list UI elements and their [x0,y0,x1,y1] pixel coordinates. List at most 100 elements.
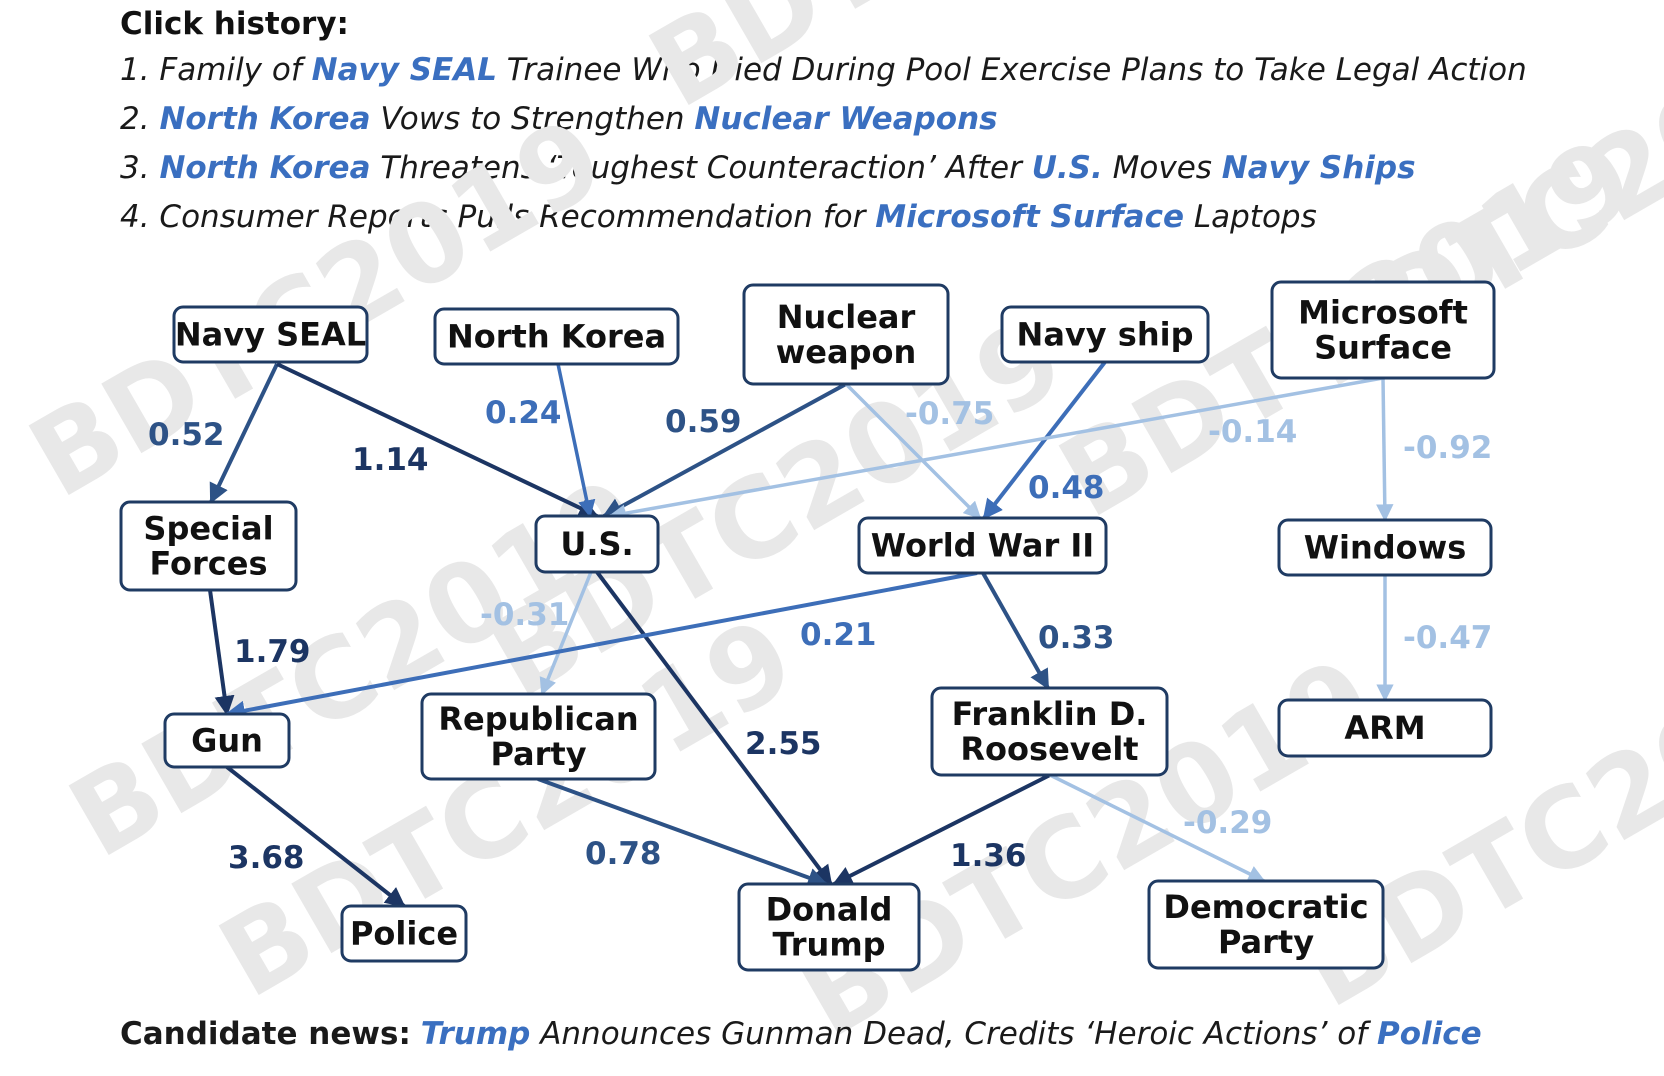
node-box [742,283,950,386]
edge-weight-label: 0.59 [665,404,742,440]
edge-franklin-roosevelt-to-democratic-party [1049,773,1266,883]
edge-republican-party-to-donald-trump [537,777,828,888]
edge-weight-label: 3.68 [228,840,305,876]
edge-weight-label: 0.78 [585,836,662,872]
entity-mention: Navy SEAL [311,52,497,88]
node-label: Nuclear [777,298,916,336]
edge-weight-label: -0.31 [480,597,569,633]
node-navy-seal: Navy SEAL [172,305,369,364]
node-box [172,305,369,364]
node-windows: Windows [1277,518,1493,577]
node-label: Party [1218,923,1314,961]
headline-text: Laptops [1184,199,1317,235]
node-arm: ARM [1277,698,1493,758]
node-box [1277,698,1493,758]
node-label: Party [490,735,586,773]
edge-gun-to-police [225,765,406,908]
node-box [340,904,468,963]
edge-weight-label: 0.48 [1028,470,1105,506]
headline-text: 1. Family of [120,52,312,88]
edge-nuclear-weapon-to-world-war-ii [844,382,982,520]
headline-text: Moves [1102,150,1222,186]
edge-microsoft-surface-to-windows [1376,377,1394,522]
headline-text: 4. Consumer Reports Pulls Recommendation… [120,199,876,235]
entity-mention: Trump [420,1016,531,1052]
headline-text [411,1016,421,1052]
node-box [930,686,1169,777]
edge-weight-label: -0.92 [1403,430,1492,466]
edge-us-to-republican-party [539,571,593,696]
headline-text: 2. [120,101,160,137]
edge-weight-label: -0.47 [1403,620,1492,656]
node-label: Forces [149,545,267,583]
entity-mention: Microsoft Surface [875,199,1184,235]
node-box [119,500,298,592]
node-box [433,307,680,366]
node-world-war-ii: World War II [857,516,1108,575]
edge-world-war-ii-to-franklin-roosevelt [981,572,1050,690]
edge-navy-seal-to-special-forces [209,363,279,504]
history-item-3: 3. North Korea Threatens ‘Toughest Count… [120,150,1416,186]
headline-text: Trainee Who Died During Pool Exercise Pl… [496,52,1527,88]
edge-weight-label: 0.24 [485,395,562,431]
edge-weight-label: 1.36 [950,838,1027,874]
node-box [163,712,291,769]
edge-nuclear-weapon-to-us [602,382,847,518]
node-box [1147,879,1385,970]
node-label: World War II [871,527,1094,565]
node-navy-ship: Navy ship [1000,305,1210,364]
edge-weight-label: 0.33 [1038,620,1115,656]
entity-mention: Police [1377,1016,1482,1052]
node-police: Police [340,904,468,963]
edge-special-forces-to-gun [208,589,235,716]
node-label: Navy SEAL [175,316,366,354]
edge-us-to-donald-trump [595,570,833,886]
history-item-2: 2. North Korea Vows to Strengthen Nuclea… [120,101,998,137]
entity-mention: Navy Ships [1221,150,1416,186]
node-label: North Korea [447,318,666,356]
history-item-1: 1. Family of Navy SEAL Trainee Who Died … [120,52,1527,88]
headline-text: 3. [120,150,160,186]
node-box [1277,518,1493,577]
edge-layer [208,360,1394,908]
edge-weight-label: 1.14 [352,442,429,478]
node-label: Microsoft [1298,294,1468,332]
edge-weight-label: 2.55 [745,726,822,762]
edge-weight-label: -0.29 [1183,805,1272,841]
node-label: Gun [191,722,263,760]
node-label: weapon [776,333,917,371]
node-label: Roosevelt [960,730,1138,768]
node-box [857,516,1108,575]
edge-franklin-roosevelt-to-donald-trump [832,773,1051,886]
entity-mention: Nuclear Weapons [694,101,998,137]
edge-navy-seal-to-us [276,362,599,518]
edge-microsoft-surface-to-us [608,376,1384,522]
node-north-korea: North Korea [433,307,680,366]
node-label: ARM [1344,709,1425,747]
node-label: Republican [438,700,638,738]
node-box [1000,305,1210,364]
headline-text: Announces Gunman Dead, Credits ‘Heroic A… [530,1016,1378,1052]
edge-weight-label: -0.75 [905,396,994,432]
headline-text: Threatens ‘Toughest Counteraction’ After [370,150,1032,186]
node-label: Windows [1304,529,1467,567]
entity-mention: North Korea [159,150,371,186]
edge-weight-label: -0.14 [1208,414,1297,450]
candidate-news-headline: Trump Announces Gunman Dead, Credits ‘He… [411,1016,1482,1052]
node-label: U.S. [560,525,633,563]
node-label: Special [143,510,273,548]
edge-weight-label: 0.52 [148,417,225,453]
entity-mention: North Korea [159,101,371,137]
node-box [534,514,660,574]
click-history-title: Click history: [120,6,349,42]
node-label: Franklin D. [952,695,1148,733]
candidate-news: Candidate news: Trump Announces Gunman D… [120,1016,1482,1052]
history-item-4: 4. Consumer Reports Pulls Recommendation… [120,199,1317,235]
